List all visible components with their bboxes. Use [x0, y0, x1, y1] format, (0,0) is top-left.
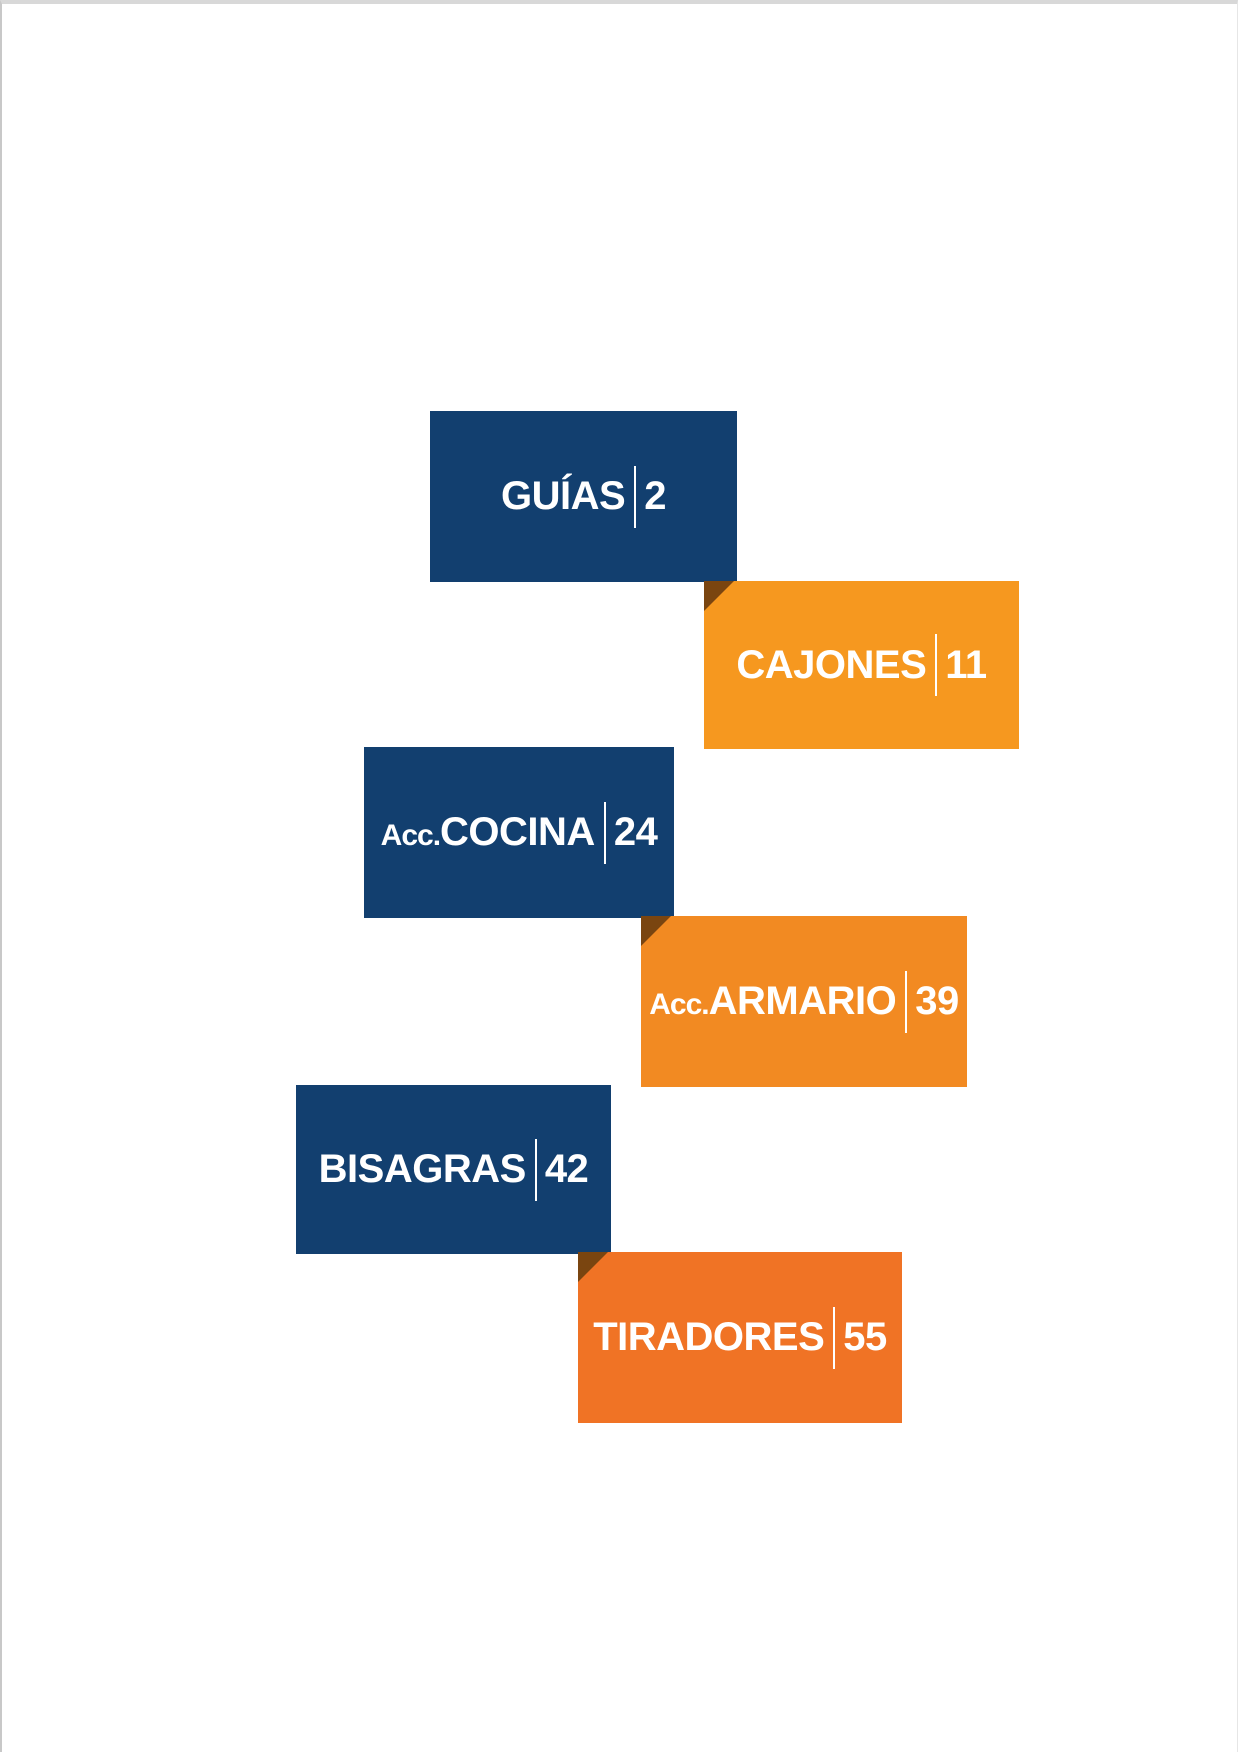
index-item-separator	[534, 1138, 537, 1201]
index-item-separator	[603, 801, 606, 864]
index-item-label: TIRADORES	[593, 1315, 825, 1360]
index-item-guias[interactable]: GUÍAS 2	[430, 411, 737, 582]
corner-fold-icon	[704, 581, 734, 611]
index-item-page: 39	[915, 979, 959, 1023]
index-item-separator	[935, 634, 938, 696]
index-item-title: CAJONES	[736, 642, 927, 687]
index-item-page: 55	[843, 1315, 887, 1359]
index-item-page: 11	[945, 642, 987, 687]
index-item-page: 42	[544, 1147, 589, 1191]
index-item-label: GUÍAS	[501, 474, 626, 519]
index-item-title: TIRADORES	[593, 1315, 825, 1359]
index-item-label: BISAGRAS	[318, 1147, 527, 1192]
index-item-title: GUÍAS	[501, 474, 626, 518]
index-item-prefix: Acc.	[380, 819, 441, 852]
corner-fold-icon	[578, 1252, 608, 1282]
index-item-separator	[833, 1306, 836, 1369]
index-item-prefix: Acc.	[649, 988, 709, 1021]
index-item-label: Acc.COCINA	[380, 810, 596, 855]
corner-fold-icon	[641, 916, 671, 946]
index-item-separator	[905, 970, 908, 1033]
index-item-bisagras[interactable]: BISAGRAS 42	[296, 1085, 611, 1254]
index-item-page: 24	[613, 810, 658, 854]
index-item-title: COCINA	[440, 810, 595, 854]
index-item-separator	[634, 465, 637, 528]
index-item-page: 2	[644, 474, 666, 518]
index-item-title: ARMARIO	[708, 979, 897, 1023]
index-item-tiradores[interactable]: TIRADORES 55	[578, 1252, 902, 1423]
index-item-label: CAJONES	[736, 643, 926, 688]
index-item-title: BISAGRAS	[318, 1147, 527, 1191]
index-item-label: Acc.ARMARIO	[649, 979, 896, 1024]
index-item-cajones[interactable]: CAJONES 11	[704, 581, 1019, 749]
index-item-acc-cocina[interactable]: Acc.COCINA 24	[364, 747, 674, 918]
index-item-acc-armario[interactable]: Acc.ARMARIO 39	[641, 916, 967, 1087]
